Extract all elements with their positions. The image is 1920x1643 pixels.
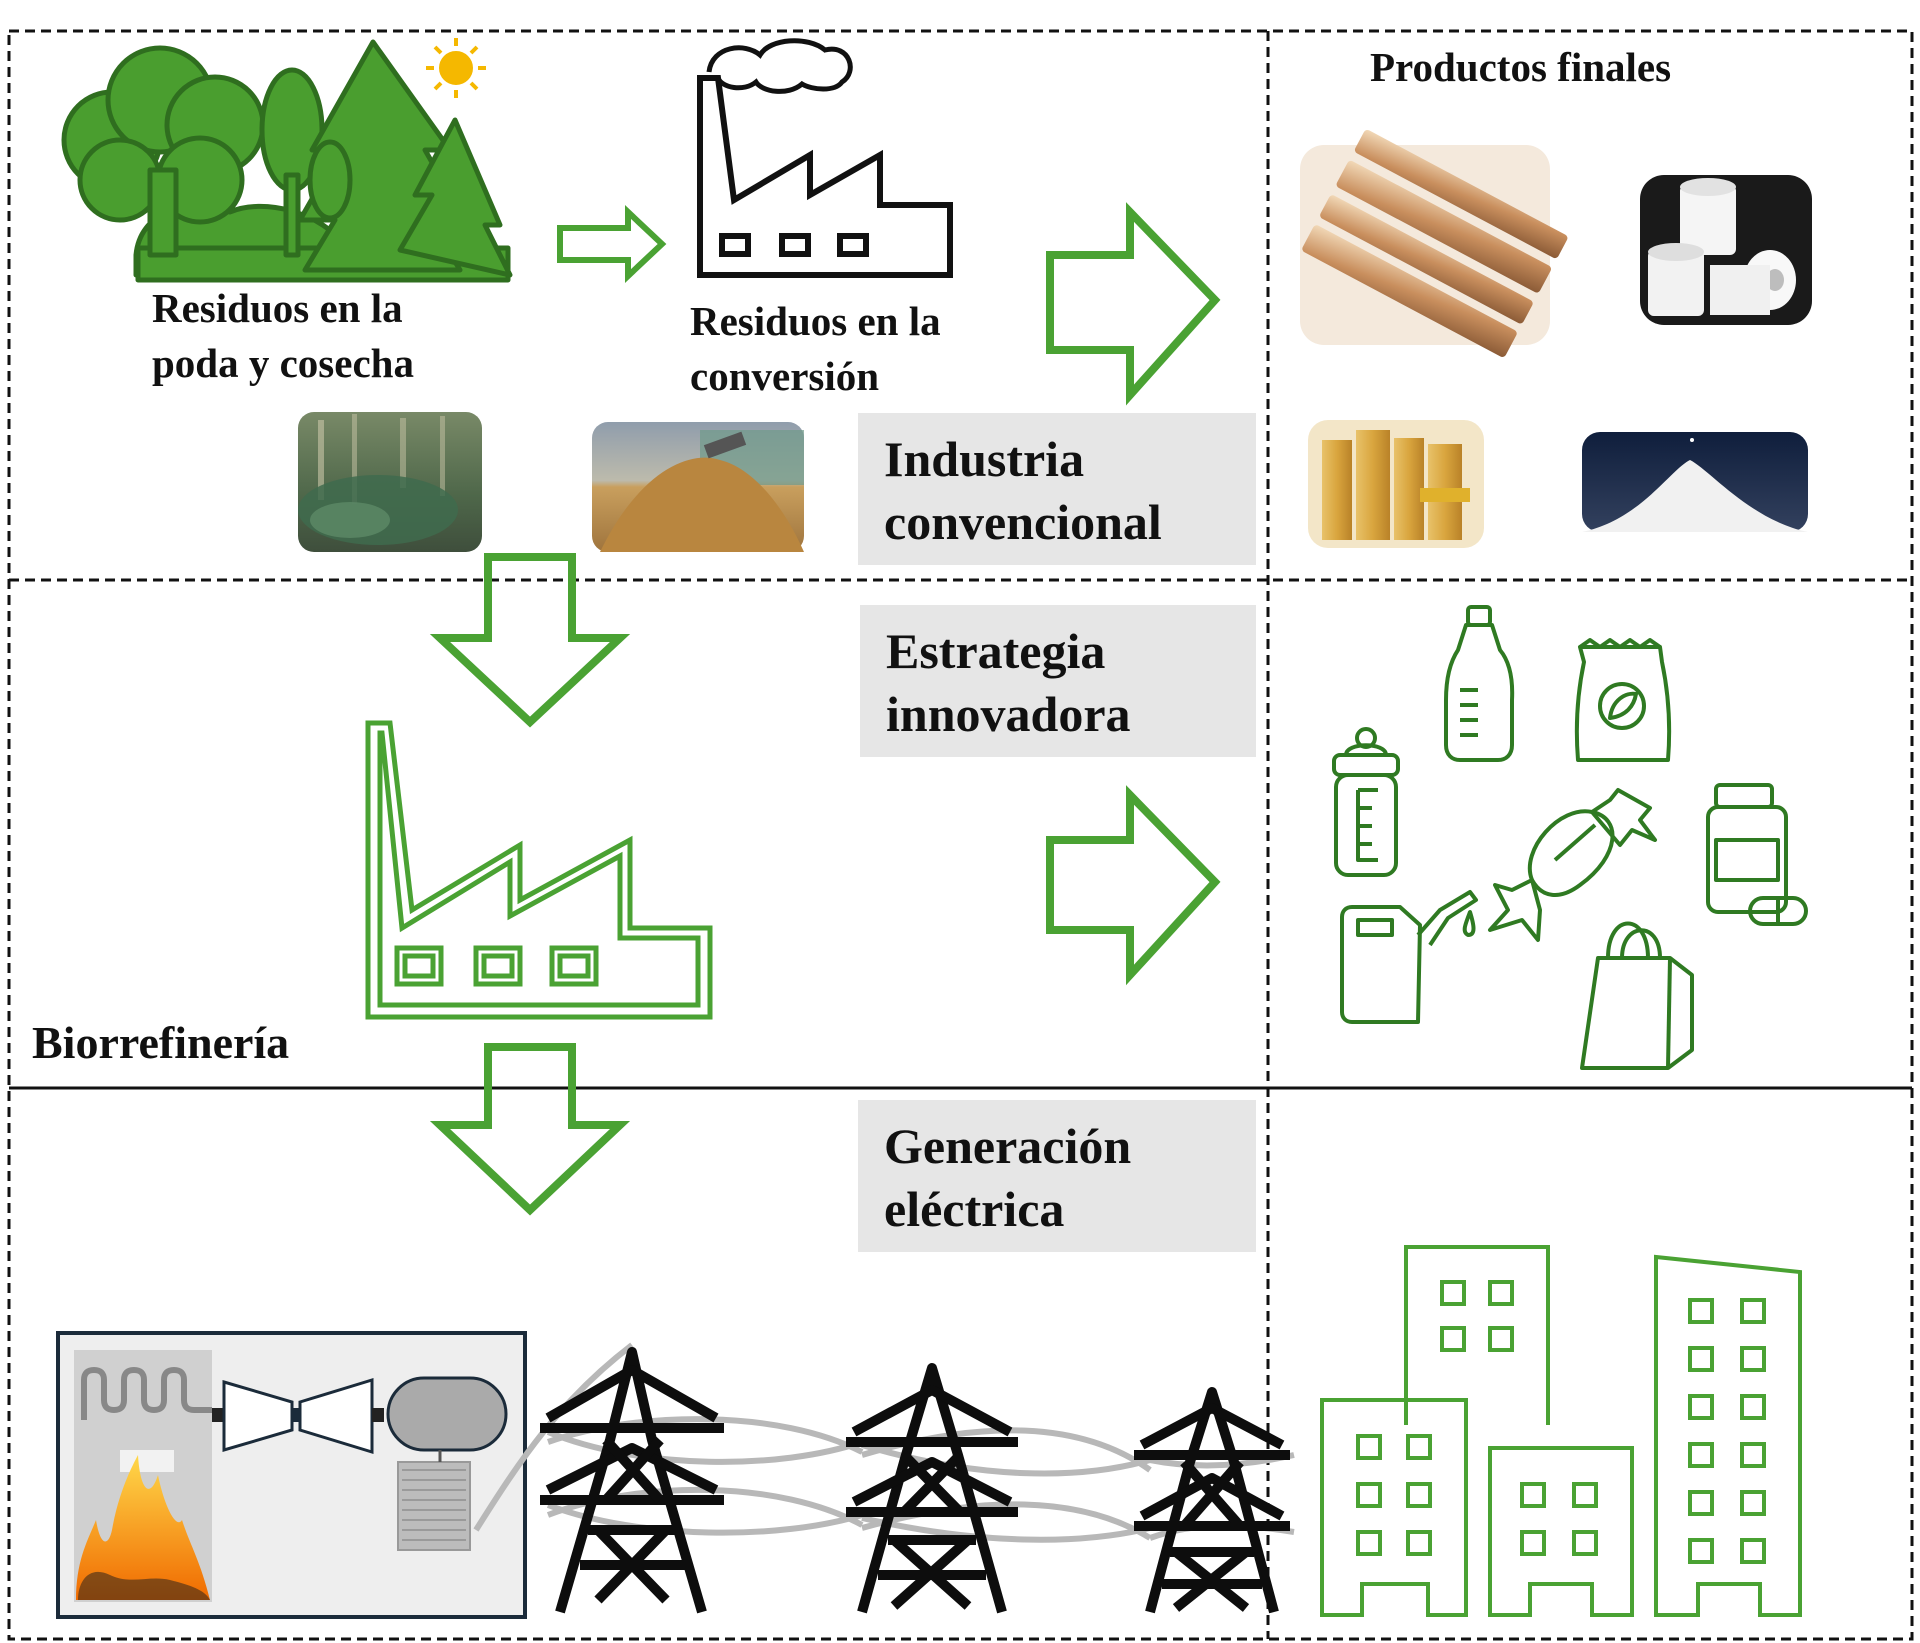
label-estrategia-line2: innovadora — [886, 686, 1131, 742]
power-pylon-icon — [540, 1347, 724, 1614]
label-estrategia-line1: Estrategia — [886, 623, 1106, 679]
factory-outline-icon — [365, 720, 713, 1020]
label-industria-line2: convencional — [884, 494, 1162, 550]
arrow-right-icon — [1046, 785, 1221, 986]
label-residuos-poda: Residuos en la poda y cosecha — [152, 281, 414, 391]
jerrycan-icon — [1340, 890, 1478, 1024]
bottle-icon — [1444, 605, 1515, 762]
label-productos-finales: Productos finales — [1370, 44, 1672, 90]
lumber-photo — [1308, 420, 1484, 548]
label-residuos-poda-line1: Residuos en la — [152, 285, 403, 331]
arrow-down-icon — [429, 1043, 631, 1216]
label-residuos-conversion-line2: conversión — [690, 353, 880, 399]
arrow-down-icon — [429, 553, 631, 728]
buildings-icon — [1320, 1245, 1802, 1617]
arrow-right-icon — [557, 205, 667, 283]
wood-chips-photo — [592, 422, 804, 552]
power-pylon-icon — [846, 1363, 1018, 1614]
forest-residue-photo — [298, 412, 482, 552]
label-generacion-electrica: Generación eléctrica — [884, 1115, 1131, 1241]
arrow-right-icon — [1046, 202, 1221, 406]
forest-icon — [61, 39, 513, 283]
generacion-box — [858, 1100, 1256, 1252]
toilet-paper-photo — [1640, 175, 1812, 325]
boiler-turbine-icon — [56, 1331, 527, 1619]
pill-jar-icon — [1706, 783, 1808, 926]
sun-icon — [426, 38, 486, 98]
factory-icon — [697, 38, 953, 278]
label-residuos-conversion-line1: Residuos en la — [690, 298, 941, 344]
sugar-photo — [1582, 410, 1808, 532]
candy-icon — [1488, 788, 1657, 942]
label-generacion-line1: Generación — [884, 1118, 1132, 1174]
shopping-bag-icon — [1580, 921, 1694, 1070]
label-biorrefineria: Biorrefinería — [32, 1017, 290, 1068]
power-pylon-icon — [1134, 1387, 1290, 1614]
label-industria-line1: Industria — [884, 431, 1085, 487]
label-residuos-poda-line2: poda y cosecha — [152, 340, 414, 386]
feed-bag-icon — [1574, 638, 1672, 762]
wood-moulding-photo — [1300, 129, 1568, 357]
baby-bottle-icon — [1332, 727, 1400, 877]
label-generacion-line2: eléctrica — [884, 1181, 1065, 1237]
estrategia-box — [860, 605, 1256, 757]
industria-box — [858, 413, 1256, 565]
label-residuos-conversion: Residuos en la conversión — [690, 294, 941, 404]
label-estrategia-innovadora: Estrategia innovadora — [886, 620, 1131, 746]
region-frame — [7, 29, 1914, 1641]
label-industria-convencional: Industria convencional — [884, 428, 1162, 554]
